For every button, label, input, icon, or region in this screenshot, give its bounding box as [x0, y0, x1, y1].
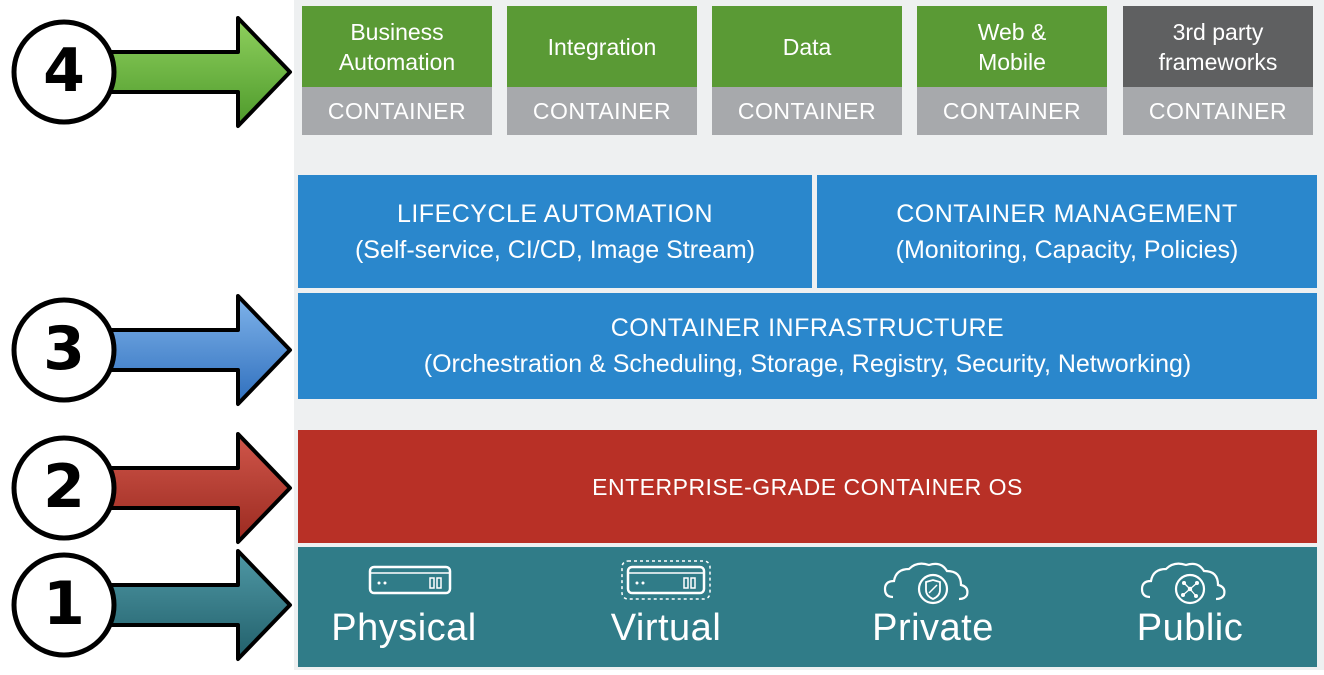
band-subtitle: (Orchestration & Scheduling, Storage, Re…: [423, 350, 1192, 378]
footprint-label: Physical: [331, 607, 477, 649]
container-label: CONTAINER: [507, 87, 697, 135]
container-label: CONTAINER: [302, 87, 492, 135]
container-management-band: CONTAINER MANAGEMENT (Monitoring, Capaci…: [817, 175, 1317, 288]
app-integration: Integration CONTAINER: [507, 6, 697, 135]
private-cloud-icon: [883, 562, 969, 605]
level-number: 1: [43, 569, 85, 639]
band-title: CONTAINER MANAGEMENT: [896, 199, 1238, 228]
virtual-server-icon: [621, 560, 711, 600]
container-label: CONTAINER: [917, 87, 1107, 135]
level-1-arrow: 1: [0, 545, 300, 675]
container-label: CONTAINER: [712, 87, 902, 135]
app-name: Web & Mobile: [917, 6, 1107, 87]
app-name: 3rd party frameworks: [1123, 6, 1313, 87]
app-third-party: 3rd party frameworks CONTAINER: [1123, 6, 1313, 135]
level-number: 3: [43, 314, 85, 384]
level-2-arrow: 2: [0, 428, 300, 558]
app-web-mobile: Web & Mobile CONTAINER: [917, 6, 1107, 135]
app-data: Data CONTAINER: [712, 6, 902, 135]
lifecycle-automation-band: LIFECYCLE AUTOMATION (Self-service, CI/C…: [298, 175, 812, 288]
server-icon: [368, 565, 452, 595]
app-name: Data: [712, 6, 902, 87]
band-title: CONTAINER INFRASTRUCTURE: [610, 314, 1005, 342]
footprint-virtual: Virtual: [566, 547, 766, 667]
band-subtitle: (Monitoring, Capacity, Policies): [895, 235, 1239, 264]
app-business-automation: Business Automation CONTAINER: [302, 6, 492, 135]
public-cloud-icon: [1140, 562, 1226, 605]
container-infrastructure-band: CONTAINER INFRASTRUCTURE (Orchestration …: [298, 293, 1317, 399]
band-title: LIFECYCLE AUTOMATION: [396, 199, 714, 228]
level-4-arrow: 4: [0, 12, 300, 142]
footprint-label: Virtual: [610, 607, 722, 649]
level-number: 4: [43, 36, 85, 106]
footprint-physical: Physical: [304, 547, 504, 667]
footprint-label: Public: [1136, 607, 1244, 649]
band-title: ENTERPRISE-GRADE CONTAINER OS: [592, 473, 1023, 500]
footprint-label: Private: [872, 607, 994, 649]
footprint-band: Physical Virtual Private: [298, 547, 1317, 667]
container-os-band: ENTERPRISE-GRADE CONTAINER OS: [298, 430, 1317, 543]
app-name: Business Automation: [302, 6, 492, 87]
level-3-arrow: 3: [0, 290, 300, 420]
footprint-private: Private: [833, 547, 1033, 667]
band-subtitle: (Self-service, CI/CD, Image Stream): [354, 235, 756, 264]
footprint-public: Public: [1090, 547, 1290, 667]
level-number: 2: [43, 452, 85, 522]
app-name: Integration: [507, 6, 697, 87]
container-label: CONTAINER: [1123, 87, 1313, 135]
